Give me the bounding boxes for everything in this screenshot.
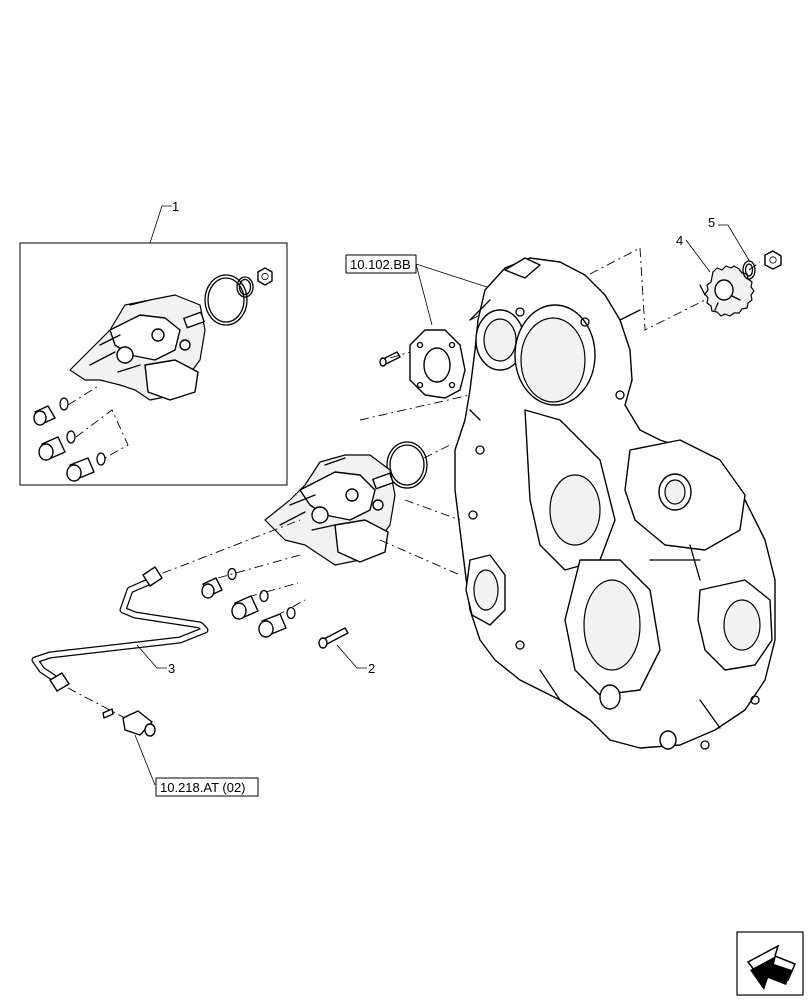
pump-axis-line	[144, 499, 461, 581]
kit-inset-frame	[19, 242, 288, 486]
callout-5: 5	[708, 215, 715, 230]
kit-pump-illustration	[69, 294, 206, 401]
callout-1: 1	[172, 199, 179, 214]
ref-label-top[interactable]: 10.102.BB	[350, 257, 411, 272]
gear-assembly	[699, 250, 782, 317]
fuel-pipe-item-3	[31, 566, 209, 692]
ref-box-bottom[interactable]	[155, 777, 259, 797]
bolt-item-2	[318, 627, 349, 649]
callout-5-leader	[718, 224, 751, 263]
next-page-arrow-icon[interactable]	[736, 931, 804, 996]
callout-2-leader	[336, 644, 367, 669]
callout-3: 3	[168, 661, 175, 676]
ref-bottom-leader	[134, 734, 156, 786]
pump-flange	[379, 329, 466, 399]
ref-top-leaders	[415, 263, 491, 326]
kit-fittings	[33, 384, 129, 482]
pump-fittings	[201, 554, 306, 638]
pipe-connector	[102, 708, 156, 737]
callout-1-leader	[149, 205, 172, 244]
callout-4-leader	[685, 239, 711, 273]
callout-3-leader	[136, 644, 167, 669]
connector-axis-line	[67, 687, 126, 719]
callout-2: 2	[368, 661, 375, 676]
high-pressure-pump	[264, 454, 396, 566]
ref-label-bottom[interactable]: 10.218.AT (02)	[160, 780, 246, 795]
timing-gear-housing	[454, 257, 776, 750]
pump-o-ring	[386, 441, 428, 489]
gear-axis-line	[589, 247, 761, 331]
kit-o-rings	[204, 267, 273, 326]
callout-4: 4	[676, 233, 683, 248]
